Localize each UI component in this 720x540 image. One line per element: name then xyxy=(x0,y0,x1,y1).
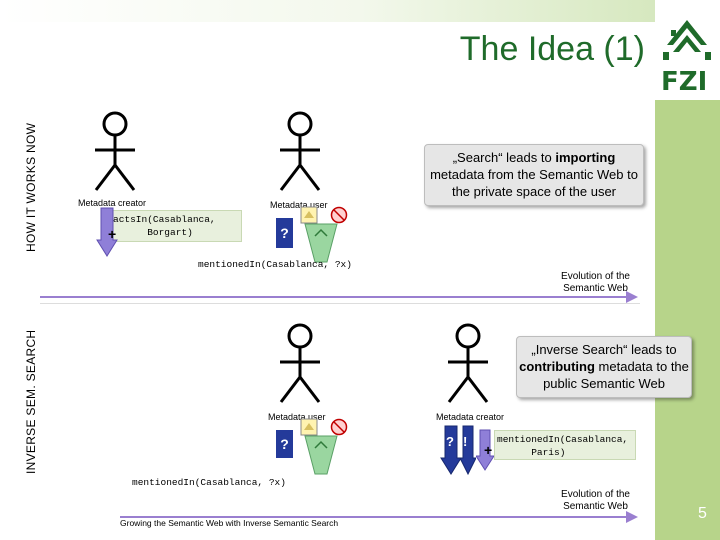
slide-title: The Idea (1) xyxy=(459,30,645,68)
callout-text-pre: „Inverse Search“ leads to xyxy=(531,342,677,357)
evolution-arrow-line xyxy=(40,296,626,298)
stick-figure-icon xyxy=(94,111,136,191)
stick-figure-icon xyxy=(279,323,321,403)
question-mark: ? xyxy=(446,434,454,449)
callout-text-bold: contributing xyxy=(519,359,595,374)
no-entry-icon xyxy=(330,206,348,224)
down-arrow-icon xyxy=(440,425,462,475)
slide-footer: Growing the Semantic Web with Inverse Se… xyxy=(120,518,339,528)
evolution-arrow-head xyxy=(626,511,638,523)
fzi-logo: FZI xyxy=(655,0,720,100)
evolution-label: Evolution of the Semantic Web xyxy=(561,271,630,294)
callout-text-bold: importing xyxy=(555,150,616,165)
top-gradient-bar xyxy=(0,0,655,22)
notebook-icon xyxy=(300,418,318,436)
metadata-block: mentionedIn(Casablanca, Paris) xyxy=(494,430,636,460)
recycle-bin-icon xyxy=(304,223,338,263)
notebook-icon xyxy=(300,206,318,224)
section-divider xyxy=(40,303,640,304)
metadata-block: actsIn(Casablanca, Borgart) xyxy=(108,210,242,242)
question-box: ? xyxy=(276,218,293,248)
plus-sign: + xyxy=(108,226,117,242)
actor-label-user: Metadata user xyxy=(270,200,328,210)
page-number: 5 xyxy=(698,505,707,522)
exclaim-mark: ! xyxy=(463,434,468,449)
fzi-logo-text: FZI xyxy=(661,67,707,97)
down-arrow-icon xyxy=(460,425,476,476)
metadata-text: mentionedIn(Casablanca, Paris) xyxy=(497,434,629,458)
recycle-bin-icon xyxy=(304,435,338,475)
plus-sign: + xyxy=(484,442,493,458)
evolution-arrow-line xyxy=(120,516,626,518)
actor-label-creator: Metadata creator xyxy=(436,412,505,422)
callout-text-post: metadata from the Semantic Web to the pr… xyxy=(430,167,638,199)
callout-text-pre: „Search“ leads to xyxy=(452,150,556,165)
callout-inverse-search: „Inverse Search“ leads to contributing m… xyxy=(516,336,692,398)
section-label-top: HOW IT WORKS NOW xyxy=(24,122,38,252)
down-arrow-icon xyxy=(96,207,118,257)
stick-figure-icon xyxy=(279,111,321,191)
evolution-arrow-head xyxy=(626,291,638,303)
question-box: ? xyxy=(276,430,293,458)
actor-label-user: Metadata user xyxy=(268,412,326,422)
metadata-text: actsIn(Casablanca, Borgart) xyxy=(113,214,216,238)
section-label-bottom: INVERSE SEM. SEARCH xyxy=(24,329,38,474)
callout-text-post: metadata to the public Semantic Web xyxy=(543,359,689,391)
callout-search: „Search“ leads to importing metadata fro… xyxy=(424,144,644,206)
down-arrow-icon xyxy=(476,429,494,471)
query-text: mentionedIn(Casablanca, ?x) xyxy=(198,259,352,270)
evolution-label: Evolution of the Semantic Web xyxy=(561,489,630,512)
query-text: mentionedIn(Casablanca, ?x) xyxy=(132,477,286,488)
actor-label-creator: Metadata creator xyxy=(78,198,147,208)
stick-figure-icon xyxy=(447,323,489,403)
no-entry-icon xyxy=(330,418,348,436)
